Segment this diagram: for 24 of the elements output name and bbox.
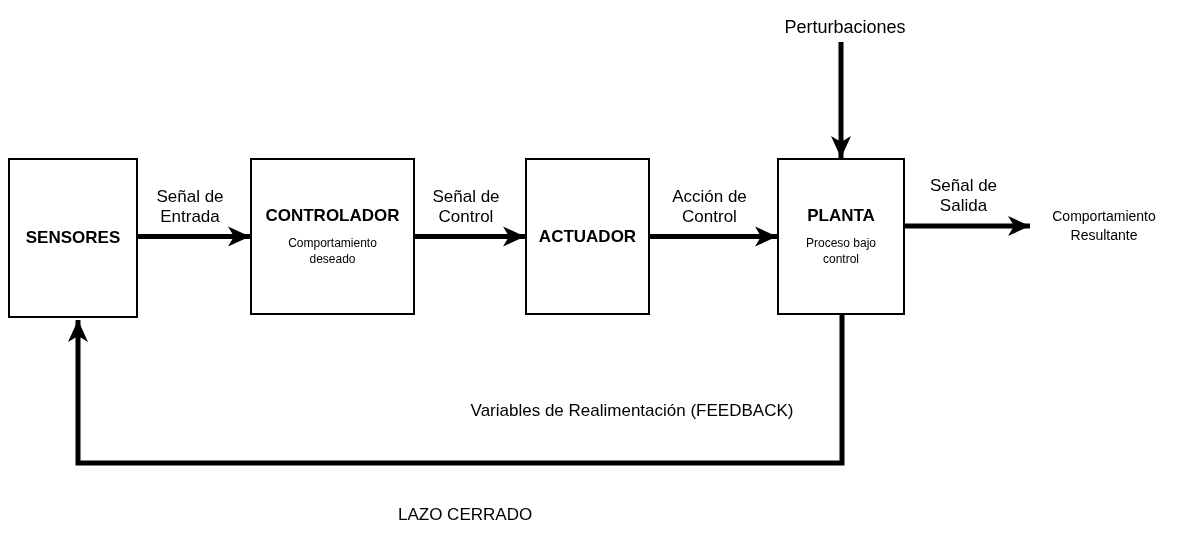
edge-label: Acción de Control: [671, 186, 748, 227]
text-label: Perturbaciones: [770, 12, 920, 42]
edge-label: Señal de Entrada: [155, 186, 225, 227]
edge-label: Señal de Control: [431, 186, 501, 227]
arrow: [905, 216, 1030, 236]
block-subtitle: Proceso bajo control: [804, 234, 877, 268]
arrow: [415, 226, 525, 247]
edge-label: Variables de Realimentación (FEEDBACK): [470, 400, 794, 422]
text-label: Comportamiento Resultante: [1030, 200, 1178, 252]
block-box: [8, 158, 138, 318]
arrow: [831, 42, 851, 158]
block-box: [525, 158, 650, 315]
block-title: SENSORES: [25, 227, 121, 249]
edge-label: Señal de Salida: [928, 176, 999, 216]
block-title: CONTROLADOR: [265, 205, 400, 227]
arrow: [68, 315, 845, 466]
arrow: [650, 226, 777, 247]
arrow: [138, 226, 250, 247]
block-title: ACTUADOR: [538, 225, 637, 248]
block-box: [250, 158, 415, 315]
block-title: PLANTA: [807, 205, 875, 227]
block-box: [777, 158, 905, 315]
block-subtitle: Comportamiento deseado: [287, 234, 378, 268]
diagram-caption: LAZO CERRADO: [398, 504, 533, 526]
